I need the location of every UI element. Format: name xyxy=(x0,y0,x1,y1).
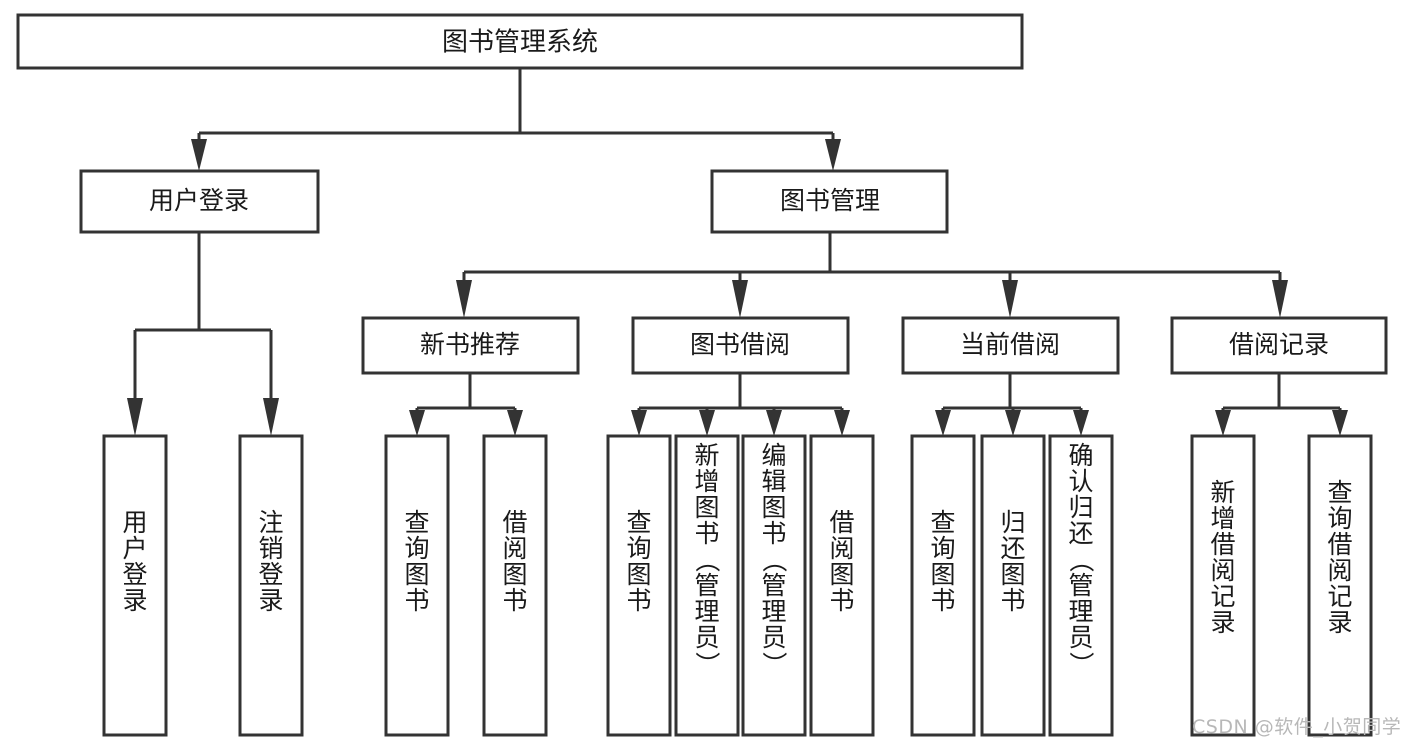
arrowhead-leaf-cb-confirm xyxy=(1073,410,1089,436)
arrowhead-leaf-nb-borrow xyxy=(507,410,523,436)
edge-group-book-borrow xyxy=(631,373,850,436)
node-leaf-br-add-box[interactable] xyxy=(1190,434,1256,737)
node-leaf-nb-borrow-box[interactable] xyxy=(482,434,548,737)
leaf-boxes xyxy=(102,434,1373,737)
node-new-books[interactable]: 新书推荐 xyxy=(361,316,580,375)
arrowhead-leaf-user-login xyxy=(127,398,143,436)
node-book-mgmt-label: 图书管理 xyxy=(780,186,880,215)
arrowhead-book-borrow xyxy=(732,280,748,318)
node-leaf-nb-query-box[interactable] xyxy=(384,434,450,737)
node-leaf-cb-return-box[interactable] xyxy=(980,434,1046,737)
node-borrow-records-box[interactable] xyxy=(1170,316,1388,375)
arrowhead-leaf-nb-query xyxy=(409,410,425,436)
node-leaf-cb-confirm-box[interactable] xyxy=(1048,434,1114,737)
arrowhead-user-login xyxy=(191,139,207,171)
arrowhead-leaf-bb-add xyxy=(699,410,715,436)
arrowhead-new-books xyxy=(456,280,472,318)
node-new-books-box[interactable] xyxy=(361,316,580,375)
edge-group-new-books xyxy=(409,373,523,436)
node-new-books-label: 新书推荐 xyxy=(420,330,520,359)
node-current-borrow[interactable]: 当前借阅 xyxy=(901,316,1120,375)
arrowhead-leaf-br-query xyxy=(1332,410,1348,436)
node-root[interactable]: 图书管理系统 xyxy=(16,13,1024,70)
node-leaf-logout-box[interactable] xyxy=(238,434,304,737)
node-book-borrow-box[interactable] xyxy=(631,316,850,375)
arrowhead-leaf-bb-borrow xyxy=(834,410,850,436)
arrowhead-leaf-cb-return xyxy=(1005,410,1021,436)
arrowhead-leaf-bb-query xyxy=(631,410,647,436)
edge-group-book-mgmt xyxy=(456,232,1288,318)
node-borrow-records-label: 借阅记录 xyxy=(1229,330,1329,359)
node-current-borrow-box[interactable] xyxy=(901,316,1120,375)
node-borrow-records[interactable]: 借阅记录 xyxy=(1170,316,1388,375)
node-leaf-bb-add-box[interactable] xyxy=(674,434,740,737)
edge-group-user-login xyxy=(127,232,279,436)
node-leaf-user-login-box[interactable] xyxy=(102,434,168,737)
node-leaf-bb-borrow-box[interactable] xyxy=(809,434,875,737)
arrowhead-leaf-logout xyxy=(263,398,279,436)
arrowhead-leaf-br-add xyxy=(1215,410,1231,436)
node-leaf-bb-query-box[interactable] xyxy=(606,434,672,737)
arrowhead-leaf-bb-edit xyxy=(766,410,782,436)
edge-group-borrow-records xyxy=(1215,373,1348,436)
edge-group-root xyxy=(191,68,841,171)
node-user-login-box[interactable] xyxy=(79,169,320,234)
arrowhead-borrow-records xyxy=(1272,280,1288,318)
node-user-login[interactable]: 用户登录 xyxy=(79,169,320,234)
node-leaf-cb-query-box[interactable] xyxy=(910,434,976,737)
node-user-login-label: 用户登录 xyxy=(149,186,249,215)
node-root-box[interactable] xyxy=(16,13,1024,70)
node-leaf-br-query-box[interactable] xyxy=(1307,434,1373,737)
arrowhead-book-mgmt xyxy=(825,139,841,171)
node-leaf-bb-edit-box[interactable] xyxy=(741,434,807,737)
node-current-borrow-label: 当前借阅 xyxy=(960,330,1060,359)
node-root-label: 图书管理系统 xyxy=(442,28,598,58)
node-book-mgmt[interactable]: 图书管理 xyxy=(710,169,949,234)
node-book-mgmt-box[interactable] xyxy=(710,169,949,234)
edge-group-current-borrow xyxy=(935,373,1089,436)
node-book-borrow[interactable]: 图书借阅 xyxy=(631,316,850,375)
arrowhead-current-borrow xyxy=(1002,280,1018,318)
arrowhead-leaf-cb-query xyxy=(935,410,951,436)
node-book-borrow-label: 图书借阅 xyxy=(690,330,790,359)
